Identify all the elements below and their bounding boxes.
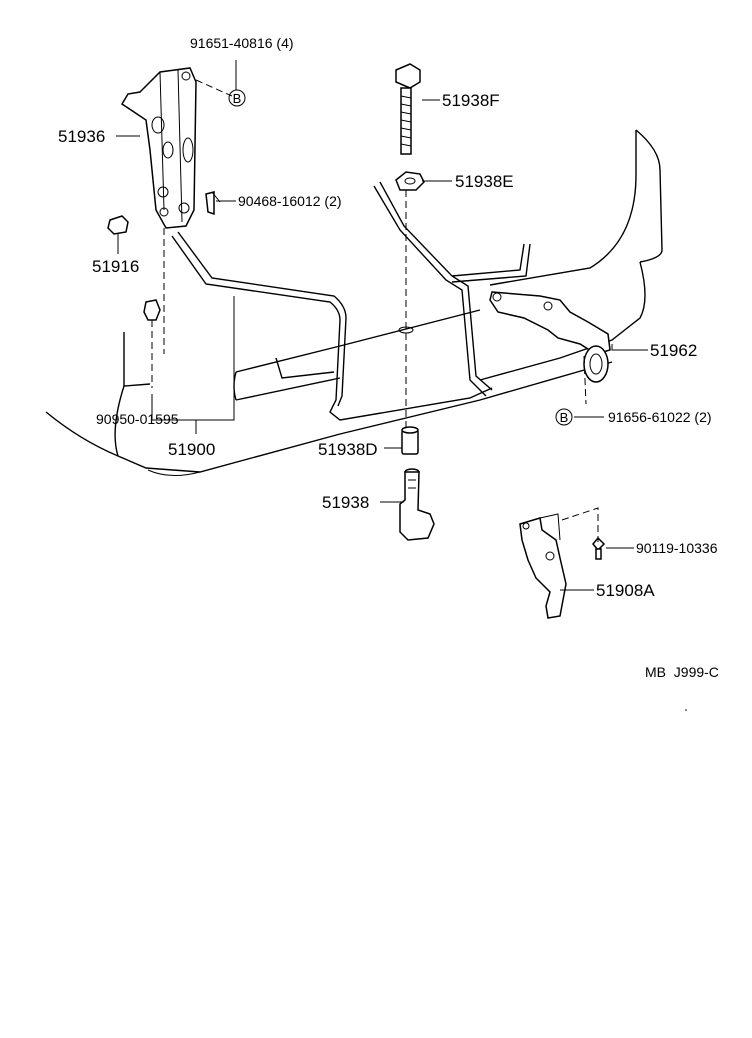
- label-51938: 51938: [322, 493, 369, 512]
- label-90950-01595: 90950-01595: [96, 411, 179, 427]
- label-90468-16012: 90468-16012 (2): [238, 193, 342, 209]
- rod-right: [373, 181, 531, 397]
- marker-b-lower-text: B: [560, 410, 569, 425]
- label-90119-10336: 90119-10336: [636, 540, 718, 556]
- nut-51938E: [395, 171, 425, 191]
- label-91651-40816: 91651-40816 (4): [190, 35, 294, 51]
- leader-lines: [116, 60, 648, 591]
- stray-dot: [685, 709, 687, 711]
- bolt-51938F: [395, 63, 421, 155]
- label-51938E: 51938E: [455, 172, 514, 191]
- marker-b-upper: B: [228, 89, 246, 107]
- label-51900: 51900: [168, 440, 215, 459]
- label-51916: 51916: [92, 257, 139, 276]
- assembly-dashed-lines: [151, 79, 599, 542]
- clip-90468-16012: [205, 191, 221, 216]
- diagram-code: MB J999-C: [645, 664, 719, 680]
- marker-b-upper-text: B: [233, 91, 242, 106]
- label-51936: 51936: [58, 127, 105, 146]
- bolt-90119-10336: [592, 536, 606, 560]
- bracket-51936: [120, 67, 197, 229]
- label-91656-61022: 91656-61022 (2): [608, 409, 712, 425]
- bracket-51908A: [519, 513, 567, 619]
- label-51908A: 51908A: [596, 581, 655, 600]
- spacer-51938D: [401, 426, 419, 455]
- rod-51900: [171, 231, 493, 421]
- hole-marker: [398, 326, 414, 334]
- bracket-51962: [489, 291, 611, 383]
- label-51962: 51962: [650, 341, 697, 360]
- vehicle-body-outline: [45, 129, 663, 476]
- marker-b-lower: B: [555, 408, 573, 426]
- grommet-90950-01595: [143, 299, 161, 321]
- label-51938F: 51938F: [442, 91, 500, 110]
- label-51938D: 51938D: [318, 440, 378, 459]
- pin-51916: [107, 215, 129, 235]
- shaft-51938: [399, 468, 435, 541]
